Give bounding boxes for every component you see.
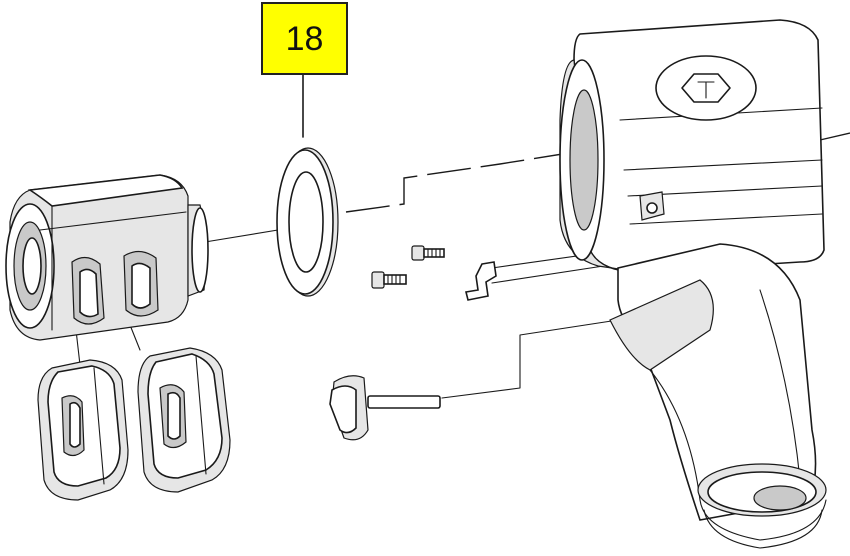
hammer-cage (5, 174, 209, 341)
hammer-pin-nut-right (137, 347, 231, 493)
part-callout-18: 18 (261, 2, 348, 75)
part-number-label: 18 (285, 19, 324, 58)
thrust-washer (276, 147, 339, 297)
trigger (329, 375, 441, 441)
screw-lower (371, 271, 407, 289)
screw-upper (411, 245, 445, 261)
trigger-pin (465, 261, 497, 301)
hammer-pin-nut-left (37, 359, 129, 501)
impact-wrench-housing (559, 19, 827, 549)
